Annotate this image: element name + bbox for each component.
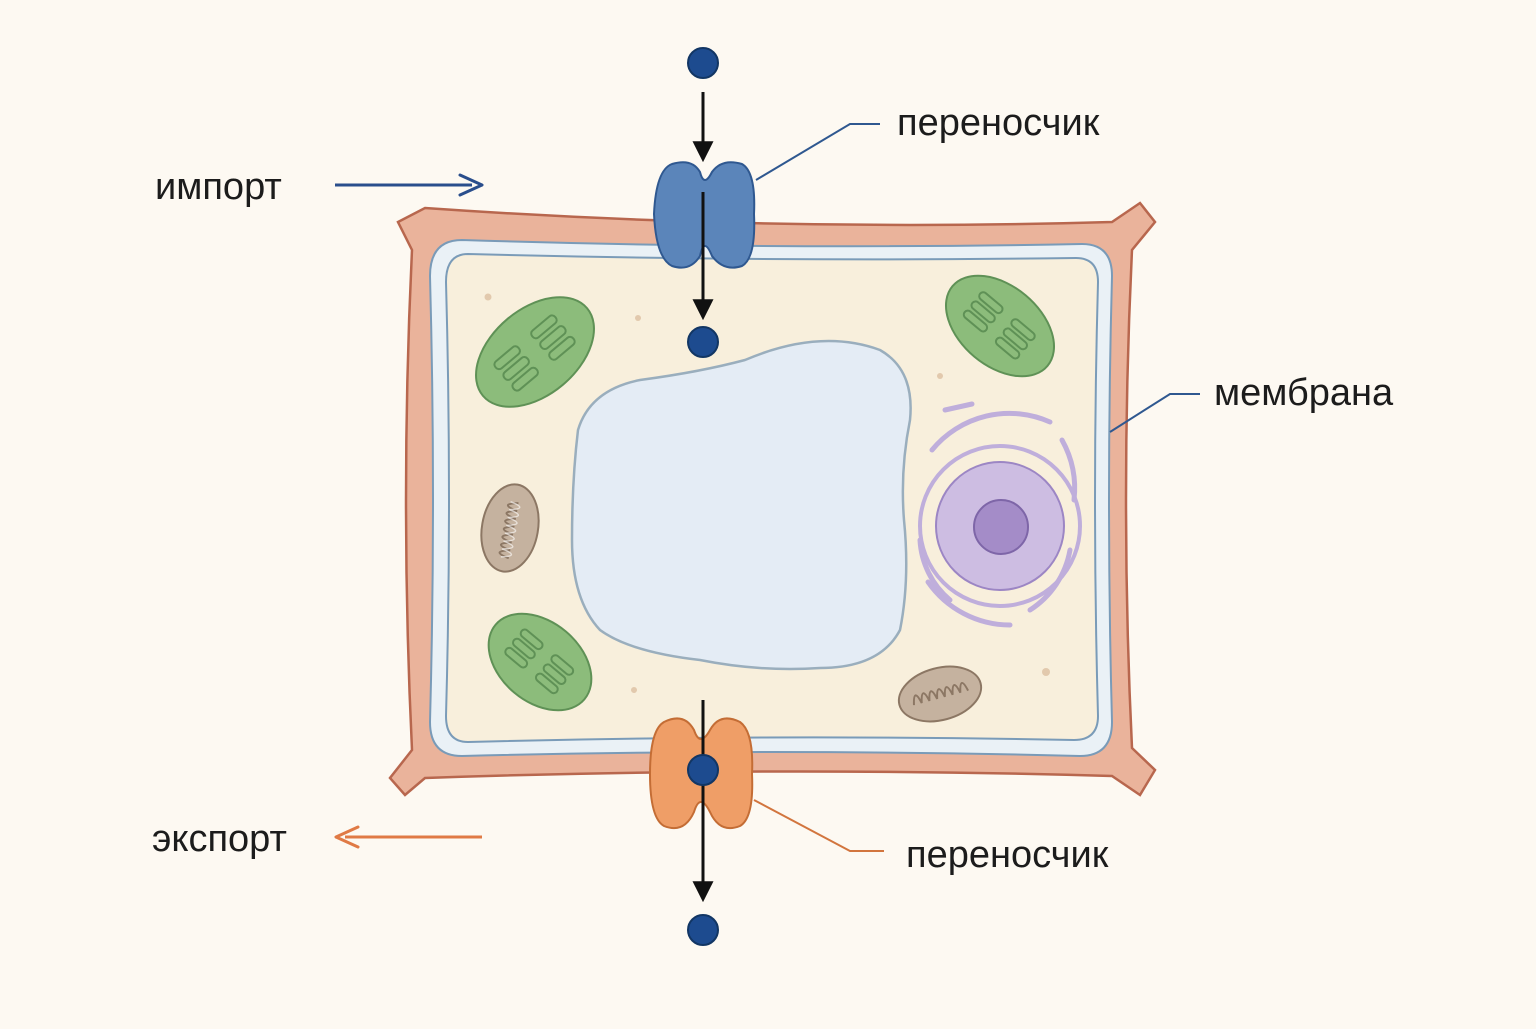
export-direction-arrow: [334, 825, 482, 849]
molecule-imported: [687, 326, 719, 358]
molecule-in-export-carrier: [687, 754, 719, 786]
import-direction-arrow: [335, 173, 484, 197]
carrier-top-leader-line: [755, 123, 880, 181]
molecule-exported: [687, 914, 719, 946]
vacuole: [570, 339, 912, 671]
carrier-bottom-leader-line: [753, 799, 884, 852]
chloroplast-top-left: [475, 296, 595, 408]
membrane-label: мембрана: [1214, 372, 1394, 414]
molecule-outside-top: [687, 47, 719, 79]
nucleus: [917, 401, 1082, 628]
carrier-bottom-label: переносчик: [906, 834, 1109, 876]
export-label: экспорт: [152, 818, 287, 860]
membrane-leader-line: [1109, 393, 1200, 433]
mitochondrion-left: [480, 483, 540, 573]
mitochondrion-right: [897, 665, 983, 723]
chloroplast-bottom-left: [487, 612, 593, 712]
cytoplasm-granules: [484, 293, 1050, 693]
carrier-top-label: переносчик: [897, 102, 1100, 144]
import-label: импорт: [155, 166, 282, 208]
chloroplast-top-right: [944, 274, 1056, 378]
